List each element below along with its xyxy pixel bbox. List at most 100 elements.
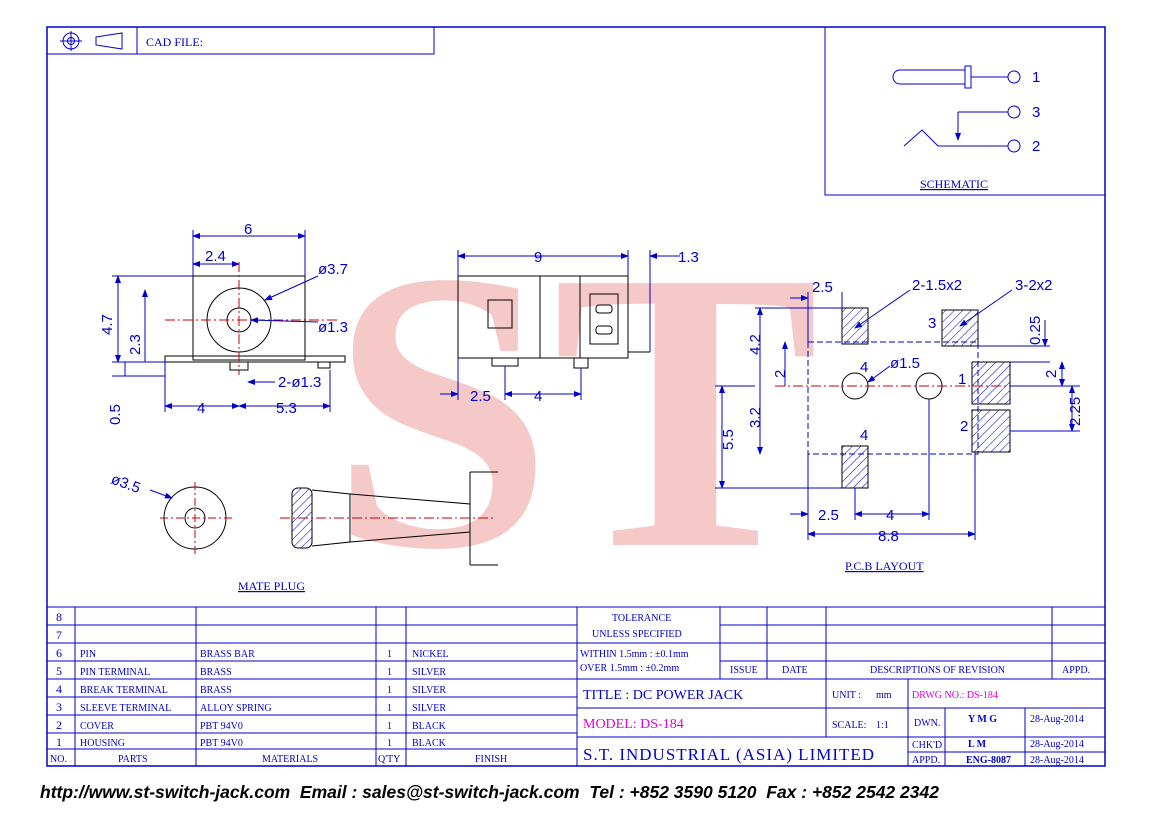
front-dim-width: 6 [244,221,252,238]
front-dim-right: 5.3 [276,400,297,417]
bom-material-3: ALLOY SPRING [200,703,272,714]
front-dim-pin: ø1.3 [318,319,348,336]
drawing-number: DRWG NO.: DS-184 [912,690,998,701]
dwn-date: 28-Aug-2014 [1030,714,1084,725]
pcb-pad3: 3 [928,315,936,332]
pcb-dim-32: 3.2 [747,407,764,428]
side-dim-b: 4 [534,388,542,405]
bom-part-3: SLEEVE TERMINAL [80,703,171,714]
chkd-label: CHK'D [912,740,942,751]
tolerance-line1: TOLERANCE [612,613,671,624]
schematic-pin1: 1 [1032,69,1040,86]
dwn-label: DWN. [914,718,940,729]
revision-desc: DESCRIPTIONS OF REVISION [870,665,1005,676]
pcb-slot-b: 3-2x2 [1015,277,1053,294]
bom-no-7: 7 [56,628,62,642]
bom-material-6: BRASS BAR [200,649,255,660]
bom-table: 8 7 6 PIN BRASS BAR 1 NICKEL 5 PIN TERMI… [50,610,507,765]
unit-value: mm [876,690,892,701]
company-name: S.T. INDUSTRIAL (ASIA) LIMITED [583,745,875,764]
bom-qty-3: 1 [387,703,392,714]
bom-qty-6: 1 [387,649,392,660]
bom-part-1: HOUSING [80,738,125,749]
bom-no-4: 4 [56,682,62,696]
appd-label: APPD. [912,755,940,766]
bom-no-1: 1 [56,735,62,749]
model-number: MODEL: DS-184 [583,717,684,732]
bom-no-2: 2 [56,718,62,732]
cad-file-label: CAD FILE: [146,35,203,49]
bom-finish-1: BLACK [412,738,447,749]
pcb-dim-2l: 2 [772,370,789,378]
bom-qty-2: 1 [387,721,392,732]
bom-header-no: NO. [50,754,67,765]
mate-plug-view: ø3.5 MATE PLUG [109,471,498,593]
bom-no-6: 6 [56,646,62,660]
pcb-title: P.C.B LAYOUT [845,559,924,573]
front-view: 6 2.4 ø3.7 ø1.3 4.7 2.3 2-ø1.3 0.5 4 5.3 [99,221,348,425]
bom-material-4: BRASS [200,685,232,696]
front-dim-hole: ø3.7 [318,261,348,278]
pcb-dim-55: 5.5 [720,429,737,450]
tolerance-block: TOLERANCE UNLESS SPECIFIED WITHIN 1.5mm … [580,613,1090,676]
projection-symbol-icon [60,31,123,51]
pcb-hole: ø1.5 [890,355,920,372]
pcb-dim-025: 0.25 [1027,316,1044,345]
title-block [47,606,1105,766]
chkd-date: 28-Aug-2014 [1030,739,1084,750]
dwn-name: Y M G [968,714,997,725]
pcb-dim-25b: 2.5 [818,507,839,524]
st-watermark-logo: ST [330,189,819,632]
bom-qty-5: 1 [387,667,392,678]
schematic-panel: 1 3 2 SCHEMATIC [824,26,1106,196]
bom-finish-2: BLACK [412,721,447,732]
side-view: 9 1.3 2.5 4 [440,249,699,405]
bom-finish-4: SILVER [412,685,446,696]
watermark-text: ST [330,189,819,632]
pcb-dim-42: 4.2 [747,334,764,355]
bom-header-qty: Q'TY [378,754,400,765]
tolerance-over: OVER 1.5mm : ±0.2mm [580,663,679,674]
bom-part-6: PIN [80,649,96,660]
pcb-dim-225: 2.25 [1067,397,1084,426]
mate-plug-title: MATE PLUG [238,579,305,593]
pcb-slot-a: 2-1.5x2 [912,277,962,294]
title-block-text: TITLE : DC POWER JACK UNIT : mm DRWG NO.… [583,688,1084,766]
pcb-dim-top: 2.5 [812,279,833,296]
bom-no-3: 3 [56,700,62,714]
bom-no-8: 8 [56,610,62,624]
revision-issue: ISSUE [730,665,758,676]
pcb-layout-view: 3 4 1 2 4 2.5 2-1.5x2 3-2x2 ø1.5 4.2 2 3… [715,277,1084,573]
tolerance-within: WITHIN 1.5mm : ±0.1mm [580,649,689,660]
appd-name: ENG-8087 [966,755,1011,766]
schematic-title: SCHEMATIC [920,177,988,191]
bom-no-5: 5 [56,664,62,678]
bom-part-4: BREAK TERMINAL [80,685,168,696]
bom-header-finish: FINISH [475,754,507,765]
bom-part-5: PIN TERMINAL [80,667,150,678]
pcb-pad4b: 4 [860,427,868,444]
bom-material-1: PBT 94V0 [200,738,243,749]
bom-qty-1: 1 [387,738,392,749]
scale-label: SCALE: [832,720,866,731]
pcb-dim-88: 8.8 [878,528,899,545]
front-dim-pins: 2-ø1.3 [278,374,321,391]
unit-label: UNIT : [832,690,861,701]
tolerance-line2: UNLESS SPECIFIED [592,629,682,640]
pcb-dim-2r: 2 [1043,370,1060,378]
drawing-title: TITLE : DC POWER JACK [583,688,743,703]
bom-part-2: COVER [80,721,114,732]
pcb-pad1: 1 [958,371,966,388]
bom-header-parts: PARTS [118,754,148,765]
bom-qty-4: 1 [387,685,392,696]
scale-value: 1:1 [876,720,889,731]
bom-finish-6: NICKEL [412,649,449,660]
front-dim-center: 2.3 [127,334,144,355]
plug-dim-dia: ø3.5 [109,471,143,497]
front-dim-left: 4 [197,400,205,417]
bom-header-materials: MATERIALS [262,754,318,765]
appd-date: 28-Aug-2014 [1030,755,1084,766]
pcb-pad4a: 4 [860,359,868,376]
revision-date: DATE [782,665,808,676]
